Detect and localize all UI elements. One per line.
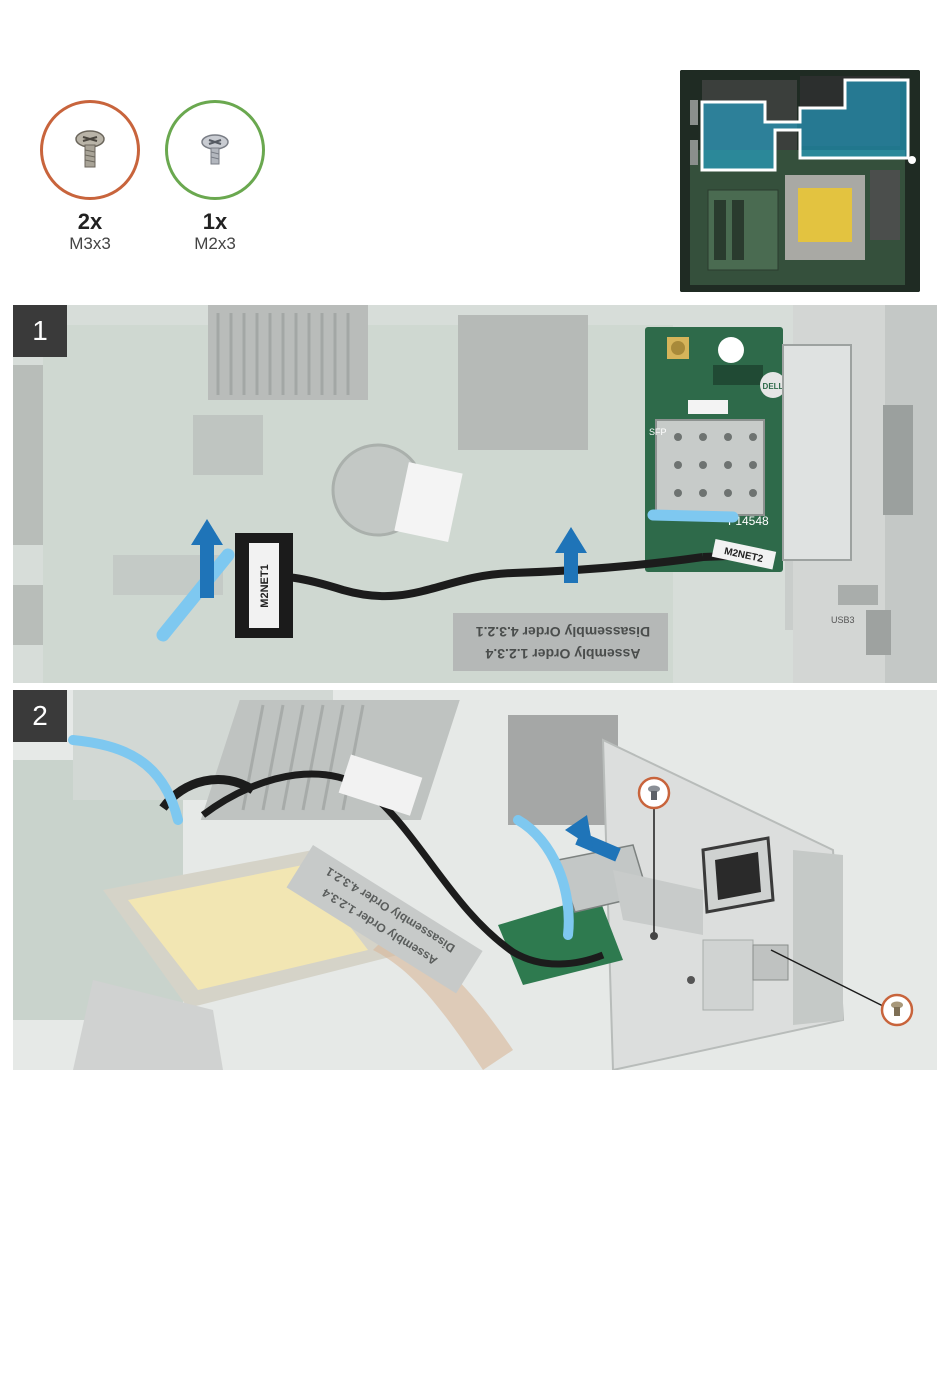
screw-count: 2x (35, 210, 145, 234)
system-board-overview-thumbnail (680, 70, 920, 292)
cable-tag-left-text: M2NET1 (259, 564, 271, 607)
screw-legend: 2x M3x3 1x M2x3 (30, 100, 290, 280)
screw-item-m3x3: 2x M3x3 (35, 100, 145, 254)
flat-head-screw-icon (197, 128, 233, 172)
screw-count: 1x (160, 210, 270, 234)
screw-size: M2x3 (160, 234, 270, 254)
dell-logo-text: DELL (763, 382, 784, 391)
screw-size: M3x3 (35, 234, 145, 254)
sticker-assembly-order: Assembly Order 1.2.3.4 Disassembly Order… (453, 613, 668, 671)
card-sfp-label: SFP (649, 427, 667, 437)
pull-tab-right[interactable] (653, 515, 733, 517)
cable-tag-left: M2NET1 (235, 533, 293, 638)
overview-illustration (680, 70, 920, 292)
step-number-badge: 1 (13, 305, 67, 357)
screw-ring-m2x3 (165, 100, 265, 200)
step-1-panel: 1 Assembly Order 1.2.3.4 Disassembly Ord… (13, 305, 937, 683)
sticker-line1: Assembly Order 1.2.3.4 (485, 646, 640, 662)
usb3-label: USB3 (831, 615, 855, 625)
step-1-illustration: Assembly Order 1.2.3.4 Disassembly Order… (13, 305, 937, 683)
pan-head-screw-icon (70, 125, 110, 175)
step-2-illustration: Assembly Order 1.2.3.4 Disassembly Order… (13, 690, 937, 1070)
step-number-badge: 2 (13, 690, 67, 742)
sticker-line2: Disassembly Order 4.3.2.1 (476, 624, 651, 640)
step-2-panel: 2 Assembly Order 1.2.3.4 Disassembly Ord… (13, 690, 937, 1070)
screw-item-m2x3: 1x M2x3 (160, 100, 270, 254)
screw-ring-m3x3 (40, 100, 140, 200)
sfp-card-fiber[interactable]: DELL SFP F14548 (645, 327, 786, 572)
